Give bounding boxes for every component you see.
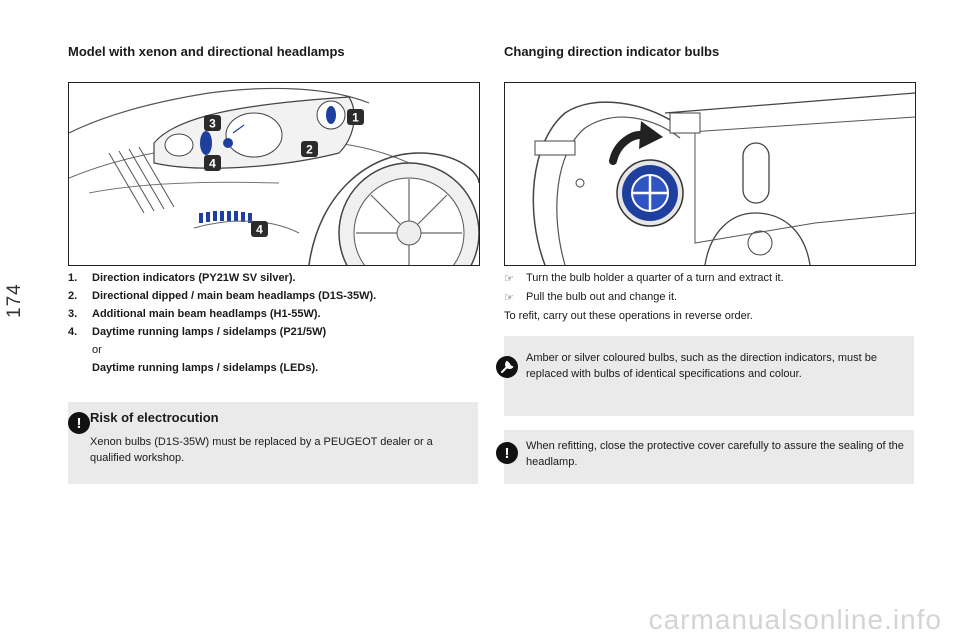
warning-exclamation-icon: !: [68, 412, 90, 434]
svg-text:1: 1: [352, 111, 359, 125]
svg-text:3: 3: [209, 117, 216, 131]
svg-text:4: 4: [209, 157, 216, 171]
callout-4-bottom: 4: [251, 221, 268, 237]
step-bullet-icon: ☞: [504, 292, 514, 304]
list-item: 4. Daytime running lamps / sidelamps (P2…: [68, 326, 327, 338]
warning-exclamation-icon: !: [496, 442, 518, 464]
headlamp-drawing: 3 4 2 1 4: [69, 83, 479, 265]
list-item: ☞ Pull the bulb out and change it.: [504, 291, 678, 304]
list-item: 2. Directional dipped / main beam headla…: [68, 290, 377, 302]
list-item: 3. Additional main beam headlamps (H1-55…: [68, 308, 321, 320]
watermark: carmanualsonline.info: [648, 604, 942, 635]
refit-text: To refit, carry out these operations in …: [504, 310, 753, 322]
callout-2: 2: [301, 141, 318, 157]
headlamp-illustration: 3 4 2 1 4: [68, 82, 480, 266]
callout-4-top: 4: [204, 155, 221, 171]
info-body: Amber or silver coloured bulbs, such as …: [526, 352, 877, 380]
warning-title: Risk of electrocution: [90, 410, 219, 425]
svg-text:2: 2: [306, 143, 313, 157]
indicator-bulb-illustration: [504, 82, 916, 266]
electrocution-warning-box: ! Risk of electrocution Xenon bulbs (D1S…: [68, 402, 478, 484]
or-text: or: [92, 344, 102, 356]
alt-item-text: Daytime running lamps / sidelamps (LEDs)…: [92, 362, 319, 374]
bulb-colour-info-box: Amber or silver coloured bulbs, such as …: [496, 336, 914, 416]
callout-3: 3: [204, 115, 221, 131]
warning-body: Xenon bulbs (D1S-35W) must be replaced b…: [90, 436, 433, 464]
indicator-drawing: [505, 83, 915, 265]
list-item: ☞ Turn the bulb holder a quarter of a tu…: [504, 272, 784, 285]
procedure-steps: ☞ Turn the bulb holder a quarter of a tu…: [504, 272, 924, 328]
warning-body: When refitting, close the protective cov…: [526, 440, 904, 468]
bulb-list: 1. Direction indicators (PY21W SV silver…: [68, 272, 478, 374]
list-item: 1. Direction indicators (PY21W SV silver…: [68, 272, 296, 284]
refitting-warning-box: ! When refitting, close the protective c…: [496, 430, 914, 484]
callout-1: 1: [347, 109, 364, 125]
wrench-icon: [496, 356, 518, 378]
page-number: 174: [4, 283, 25, 318]
section-title-headlamps: Model with xenon and directional headlam…: [68, 44, 345, 59]
svg-text:4: 4: [256, 223, 263, 237]
section-title-direction-indicator: Changing direction indicator bulbs: [504, 44, 720, 59]
step-bullet-icon: ☞: [504, 273, 514, 285]
